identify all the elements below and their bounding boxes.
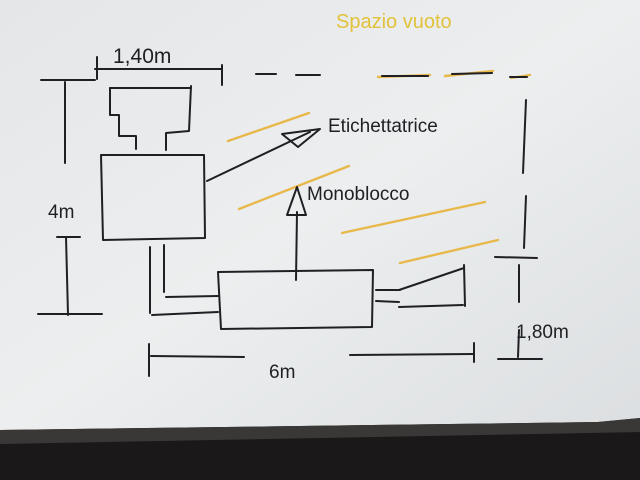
etichettatrice-arrow-head <box>281 128 321 148</box>
dim-width-top-label: 1,40m <box>113 45 171 68</box>
etichettatrice-body <box>100 154 206 241</box>
dim-length-bottom-line-left <box>150 355 245 358</box>
conveyor-line-2 <box>375 300 400 303</box>
pipe-horizontal-2 <box>151 311 219 316</box>
title-label: Spazio vuoto <box>336 11 452 33</box>
highlight-stroke-4 <box>398 238 500 265</box>
pipe-horizontal-1 <box>165 295 219 298</box>
monoblocco-body <box>217 269 374 330</box>
etichettatrice-head-right <box>165 85 192 151</box>
dim-height-left-label: 4m <box>48 202 74 223</box>
etichettatrice-arrow-line <box>206 131 311 182</box>
dim-height-right-top-cap <box>494 256 538 259</box>
etichettatrice-label: Etichettatrice <box>328 116 438 137</box>
conveyor-upper-rail <box>398 267 465 291</box>
monoblocco-arrow-head <box>286 186 307 216</box>
dim-height-left-lower-line <box>65 236 69 316</box>
boundary-dash-6 <box>522 99 527 174</box>
monoblocco-label: Monoblocco <box>307 184 409 205</box>
bezel-edge <box>0 418 640 444</box>
dim-height-right-lower-line <box>517 329 520 358</box>
monoblocco-arrow-line <box>295 211 298 281</box>
conveyor-lower-rail <box>398 304 464 308</box>
etichettatrice-head <box>109 87 137 150</box>
whiteboard-surface <box>0 0 640 430</box>
ink-drawing <box>37 56 543 377</box>
boundary-dash-7 <box>523 195 527 249</box>
highlight-stroke-3 <box>340 200 487 235</box>
conveyor-end <box>463 264 466 307</box>
dim-height-right-label: 1,80m <box>516 322 569 343</box>
boundary-dash-4 <box>451 72 493 75</box>
dim-length-bottom-label: 6m <box>269 362 295 383</box>
dim-length-bottom-line-right <box>349 353 475 356</box>
highlight-stroke-2 <box>237 164 351 211</box>
highlight-stroke-1 <box>226 111 311 143</box>
